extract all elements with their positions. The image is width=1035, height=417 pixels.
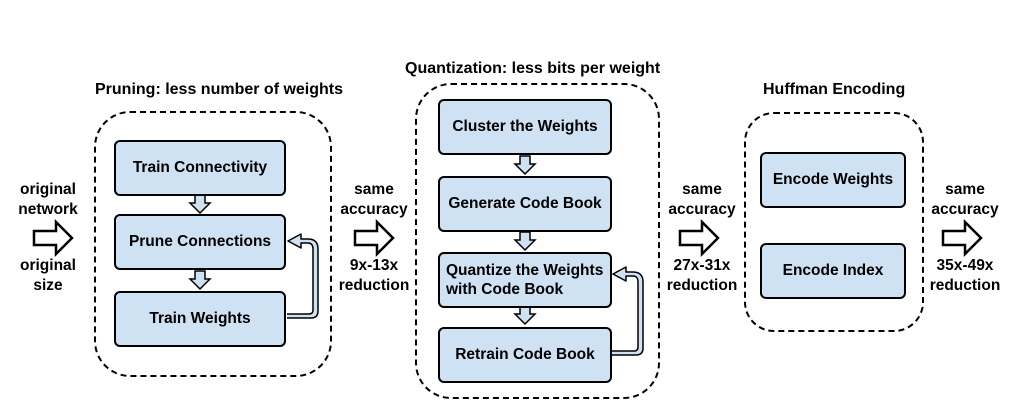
right-arrow-icon: [941, 220, 983, 256]
step-encode-index: Encode Index: [760, 243, 906, 299]
huffman-title: Huffman Encoding: [763, 81, 906, 98]
quantization-group: [415, 83, 660, 399]
pruning-accuracy: same accuracy: [340, 181, 408, 219]
quantization-title: Quantization: less bits per weight: [405, 60, 661, 77]
quantization-reduction: 27x-31x reduction: [666, 257, 738, 295]
right-arrow-icon: [678, 220, 720, 256]
down-arrow-icon: [189, 194, 211, 214]
step-generate-code-book: Generate Code Book: [438, 176, 612, 232]
right-arrow-icon: [32, 220, 74, 256]
quantization-accuracy: same accuracy: [668, 181, 736, 219]
right-arrow-icon: [353, 220, 395, 256]
huffman-accuracy: same accuracy: [931, 181, 999, 219]
down-arrow-icon: [514, 231, 536, 251]
pruning-reduction: 9x-13x reduction: [338, 257, 410, 295]
down-arrow-icon: [514, 305, 536, 325]
pruning-group: [94, 111, 332, 377]
step-quantize-weights: Quantize the Weights with Code Book: [438, 252, 612, 308]
huffman-reduction: 35x-49x reduction: [929, 257, 1001, 295]
step-train-weights: Train Weights: [114, 291, 286, 347]
pruning-title: Pruning: less number of weights: [95, 81, 344, 98]
down-arrow-icon: [514, 155, 536, 175]
step-retrain-code-book: Retrain Code Book: [438, 327, 612, 383]
step-encode-weights: Encode Weights: [760, 152, 906, 208]
loop-back-arrow-icon: [612, 266, 644, 356]
input-description: original network: [18, 181, 78, 219]
down-arrow-icon: [189, 270, 211, 290]
step-prune-connections: Prune Connections: [114, 214, 286, 270]
step-cluster-weights: Cluster the Weights: [438, 99, 612, 155]
step-train-connectivity: Train Connectivity: [114, 140, 286, 196]
loop-back-arrow-icon: [287, 233, 319, 319]
input-size: original size: [20, 257, 76, 295]
huffman-group: [744, 112, 924, 332]
